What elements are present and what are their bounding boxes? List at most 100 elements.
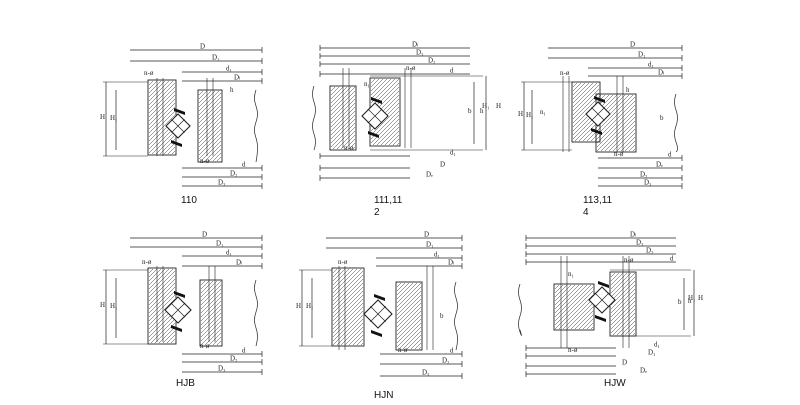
hatch-line [336,130,356,150]
height-label: H₁ [688,294,696,302]
hatch-line [572,96,600,124]
hatch-line [620,136,636,152]
hatch-line [370,78,380,88]
hatch-line [148,290,176,318]
roller-cross [370,306,386,322]
outer-ring-hatch [148,80,176,155]
outer-ring-hatch [370,78,400,146]
hatch-line [396,290,422,316]
dimension-label: d₁ [226,65,232,73]
dimension-label: Dₗ [412,41,418,49]
hatch-line [330,86,340,96]
hatch-line [554,290,594,330]
dimension-label: D [622,359,627,367]
height-label: b [660,114,664,122]
hatch-line [572,82,594,104]
hatch-line [586,322,594,330]
hatch-line [572,82,598,108]
hatch-line [198,90,204,96]
hatch-line [332,290,364,322]
hatch-line [198,90,208,100]
hatch-line [200,296,222,318]
height-label: H₁ [110,114,118,122]
aux-label: h [626,86,630,94]
hatch-line [380,126,400,146]
hatch-line [170,338,176,344]
caption-line: 2 [374,207,380,218]
hatch-line [158,326,176,344]
hatch-line [610,272,624,286]
hatch-line [200,300,222,322]
hatch-line [370,78,384,92]
hatch-line [148,86,176,114]
hatch-line [330,86,336,92]
break-line [312,85,316,151]
outer-ring-hatch [148,268,176,344]
lower-seal [595,315,606,322]
hatch-line [148,94,176,122]
dimension-label: D [202,231,207,239]
caption-line: HJB [176,378,195,389]
caption-line: HJN [374,390,394,401]
caption-line: HJW [604,378,626,389]
hatch-line [554,284,560,290]
hatch-line [596,100,636,140]
hatch-line [572,82,582,92]
hatch-line [402,330,422,350]
outer-ring-hatch [332,268,364,346]
hatch-line [410,338,422,350]
hatch-line [360,342,364,346]
inner-ring-hatch [596,94,636,152]
inner-ring [553,283,595,331]
dimension-label: Dₗ [630,231,636,239]
dimension-label: D₂ [230,170,238,178]
hatch-line [166,334,176,344]
dimension-label: D₁ [426,241,434,249]
dimension-label: d₁ [434,251,440,259]
hatch-line [148,274,176,302]
hatch-line [572,82,586,96]
hatch-line [388,134,400,146]
hatch-line [396,282,402,288]
hatch-line [414,342,422,350]
hatch-line [572,84,600,112]
hatch-line [198,96,222,120]
hatch-line [332,126,356,150]
dimension-label: D [200,43,205,51]
hatch-line [200,280,222,302]
hatch-line [396,294,422,320]
dimension-label: D₁ [648,349,656,357]
dimension-label: Dₑ [656,161,663,169]
dimension-label: d [450,67,454,75]
hole-callout-bottom: n-ø [200,342,210,350]
hatch-line [332,268,354,290]
hatch-line [332,270,364,302]
dimension-label: D₂ [640,171,648,179]
hatch-line [198,100,222,124]
aux-label: h [230,86,234,94]
hatch-line [332,314,364,346]
hatch-line [200,316,222,338]
dimension-label: Dₗ [236,259,242,267]
hatch-line [212,336,222,346]
hatch-line [200,312,222,334]
hatch-line [148,106,176,134]
hatch-line [216,156,222,162]
hatch-line [344,326,364,346]
lower-seal [171,325,182,332]
hatch-line [396,302,422,328]
hatch-line [332,268,350,286]
height-label: H₁ [526,111,534,119]
hatch-line [340,322,364,346]
hatch-line [148,268,162,282]
caption-hjn: HJN [374,390,393,402]
hole-callout-top: n-ø [142,258,152,266]
hatch-line [148,80,158,90]
hatch-line [148,80,170,102]
hatch-line [396,314,422,340]
hatch-line [596,108,636,148]
hatch-line [554,284,576,306]
caption-113-114: 113,11 4 [583,195,612,219]
